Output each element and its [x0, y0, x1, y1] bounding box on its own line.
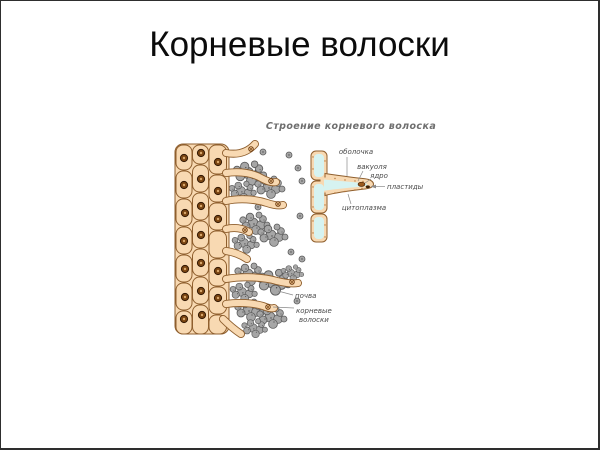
wall-dots — [312, 156, 364, 238]
root-tissue-cross-section — [174, 143, 230, 335]
root-hair-diagram: Строение корневого волоска — [174, 121, 436, 339]
closeup-nucleus — [357, 181, 366, 187]
label-root-hairs-line2: волоски — [299, 316, 329, 324]
closeup-leaders — [346, 157, 385, 205]
root-hair-closeup: оболочка вакуоля ядро пластиды цитоплазм… — [310, 148, 424, 243]
label-plastids: пластиды — [387, 183, 424, 191]
tissue-labels: почва корневые волоски — [272, 290, 332, 324]
closeup-plastids — [365, 185, 370, 189]
label-cytoplasm: цитоплазма — [342, 204, 386, 212]
label-vacuole: вакуоля — [357, 163, 387, 171]
label-soil: почва — [295, 292, 316, 300]
slide-title: Корневые волоски — [149, 25, 450, 64]
label-nucleus: ядро — [370, 172, 388, 180]
label-membrane: оболочка — [339, 148, 373, 156]
root-hairs — [219, 140, 302, 338]
label-root-hairs-line1: корневые — [296, 307, 332, 315]
diagram-subtitle: Строение корневого волоска — [266, 121, 436, 132]
